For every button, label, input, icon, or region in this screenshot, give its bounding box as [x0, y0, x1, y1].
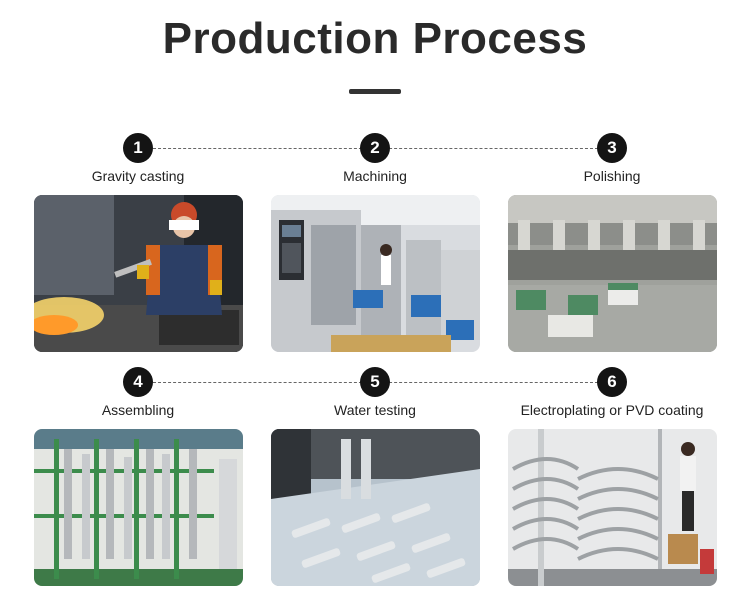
step-label-6: Electroplating or PVD coating [520, 402, 704, 418]
polishing-workshop-photo [508, 195, 717, 352]
step-badge-1: 1 [123, 133, 153, 163]
water-testing-photo [271, 429, 480, 586]
step-label-5: Water testing [334, 402, 416, 418]
electroplating-rack-photo [508, 429, 717, 586]
cnc-machine-photo [271, 195, 480, 352]
step-label-1: Gravity casting [91, 168, 185, 184]
step-label-3: Polishing [583, 168, 641, 184]
step-label-4: Assembling [101, 402, 175, 418]
step-label-2: Machining [343, 168, 407, 184]
step-badge-2: 2 [360, 133, 390, 163]
title-underline [349, 89, 401, 94]
page-title: Production Process [162, 14, 588, 63]
foundry-worker-photo [34, 195, 243, 352]
step-badge-6: 6 [597, 367, 627, 397]
step-badge-3: 3 [597, 133, 627, 163]
step-badge-4: 4 [123, 367, 153, 397]
step-badge-5: 5 [360, 367, 390, 397]
assembly-rack-photo [34, 429, 243, 586]
